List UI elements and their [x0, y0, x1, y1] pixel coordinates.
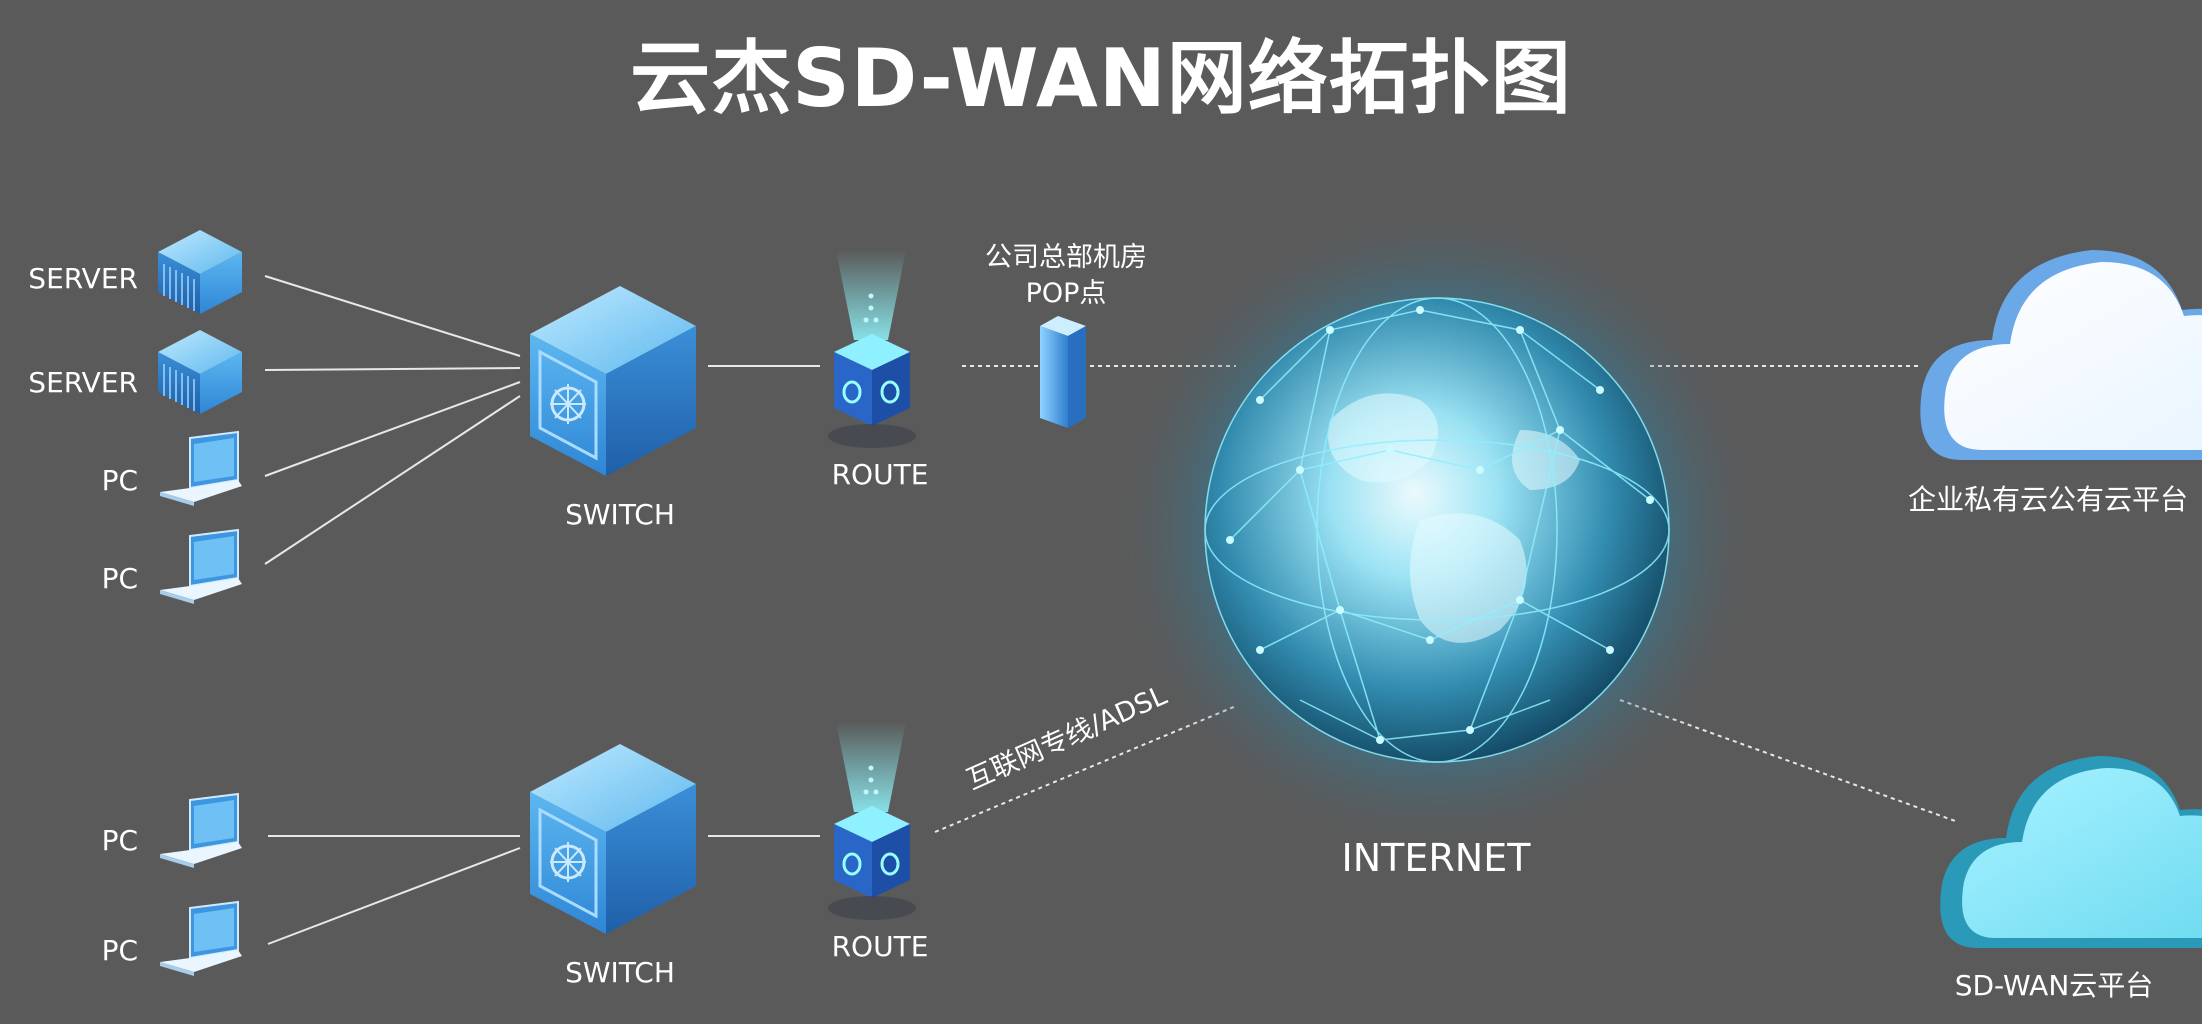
links-endpoints-bottom: [267, 835, 521, 945]
switch-label: SWITCH: [565, 498, 675, 531]
globe-icon: [1107, 200, 1767, 860]
pop-label: 公司总部机房 POP点: [985, 240, 1147, 312]
links-endpoints-top: [264, 275, 521, 565]
server-icon: [158, 230, 242, 314]
pop-label-line1: 公司总部机房: [985, 242, 1147, 273]
pop-tower-icon: [1040, 316, 1086, 428]
router-icon: [828, 250, 916, 448]
link-server1-switch: [264, 275, 521, 357]
link-route-internet-adsl: [934, 705, 1237, 833]
switch-icon: [530, 286, 696, 476]
pc-label: PC: [101, 824, 138, 857]
link-pc2-switch: [264, 395, 521, 565]
pop-label-line2: POP点: [1025, 278, 1107, 309]
link-pc1-switch: [264, 381, 521, 477]
switch-label: SWITCH: [565, 956, 675, 989]
laptop-icon: [160, 430, 242, 506]
route-label: ROUTE: [831, 458, 929, 491]
sdwan-cloud-icon: [1940, 756, 2202, 948]
link-server2-switch: [264, 367, 521, 371]
router-icon: [828, 722, 916, 920]
pc-label: PC: [101, 562, 138, 595]
pc-label: PC: [101, 464, 138, 497]
laptop-icon: [160, 528, 242, 604]
sdwan-cloud-label: SD-WAN云平台: [1954, 969, 2154, 1002]
server-label: SERVER: [28, 366, 138, 399]
link-pc4-switch: [267, 847, 521, 945]
page-title: 云杰SD-WAN网络拓扑图: [630, 32, 1572, 125]
internet-label: INTERNET: [1341, 836, 1531, 880]
route-label: ROUTE: [831, 930, 929, 963]
server-icon: [158, 330, 242, 414]
pc-label: PC: [101, 934, 138, 967]
server-label: SERVER: [28, 262, 138, 295]
laptop-icon: [160, 792, 242, 868]
private-public-cloud-icon: [1920, 250, 2202, 460]
private-public-cloud-label: 企业私有云公有云平台: [1907, 483, 2189, 516]
laptop-icon: [160, 900, 242, 976]
switch-icon: [530, 744, 696, 934]
